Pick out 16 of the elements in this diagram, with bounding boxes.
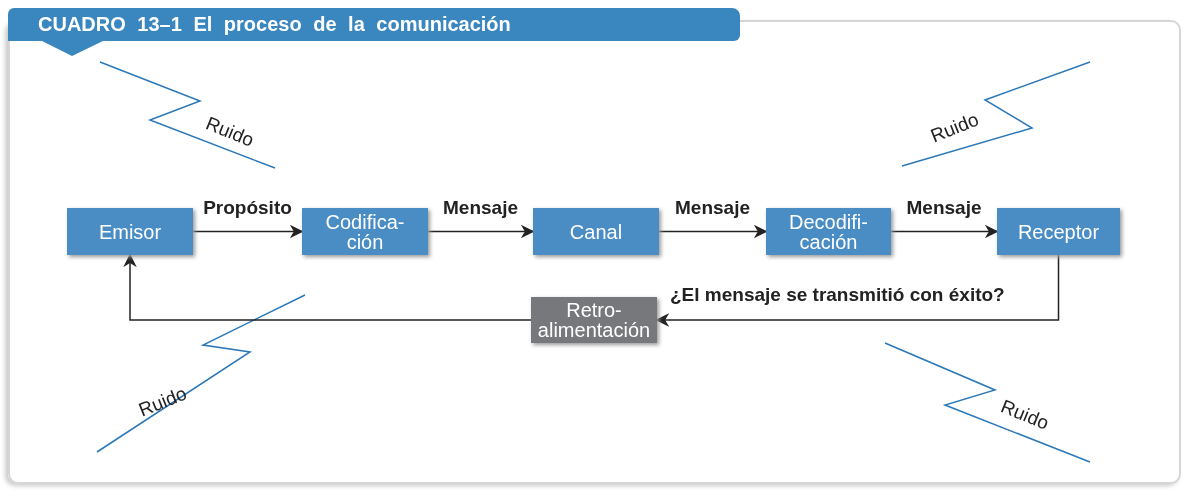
process-box: Decodifi- cación [766,208,891,255]
arrow [658,224,768,239]
noise-label: Ruido [136,383,190,421]
process-box: Canal [533,208,659,255]
arrow [890,224,999,239]
arrow [123,253,532,321]
noise-label: Ruido [928,109,982,147]
feedback-box: Retro- alimentación [531,297,657,343]
arrow [192,224,304,239]
noise-label: Ruido [998,396,1052,434]
arrow [427,224,535,239]
noise-label: Ruido [203,113,257,151]
edge-label: ¿El mensaje se transmitió con éxito? [669,285,1006,305]
process-box: Emisor [67,208,193,255]
process-box: Receptor [997,208,1120,255]
process-box: Codifica- ción [302,208,428,255]
